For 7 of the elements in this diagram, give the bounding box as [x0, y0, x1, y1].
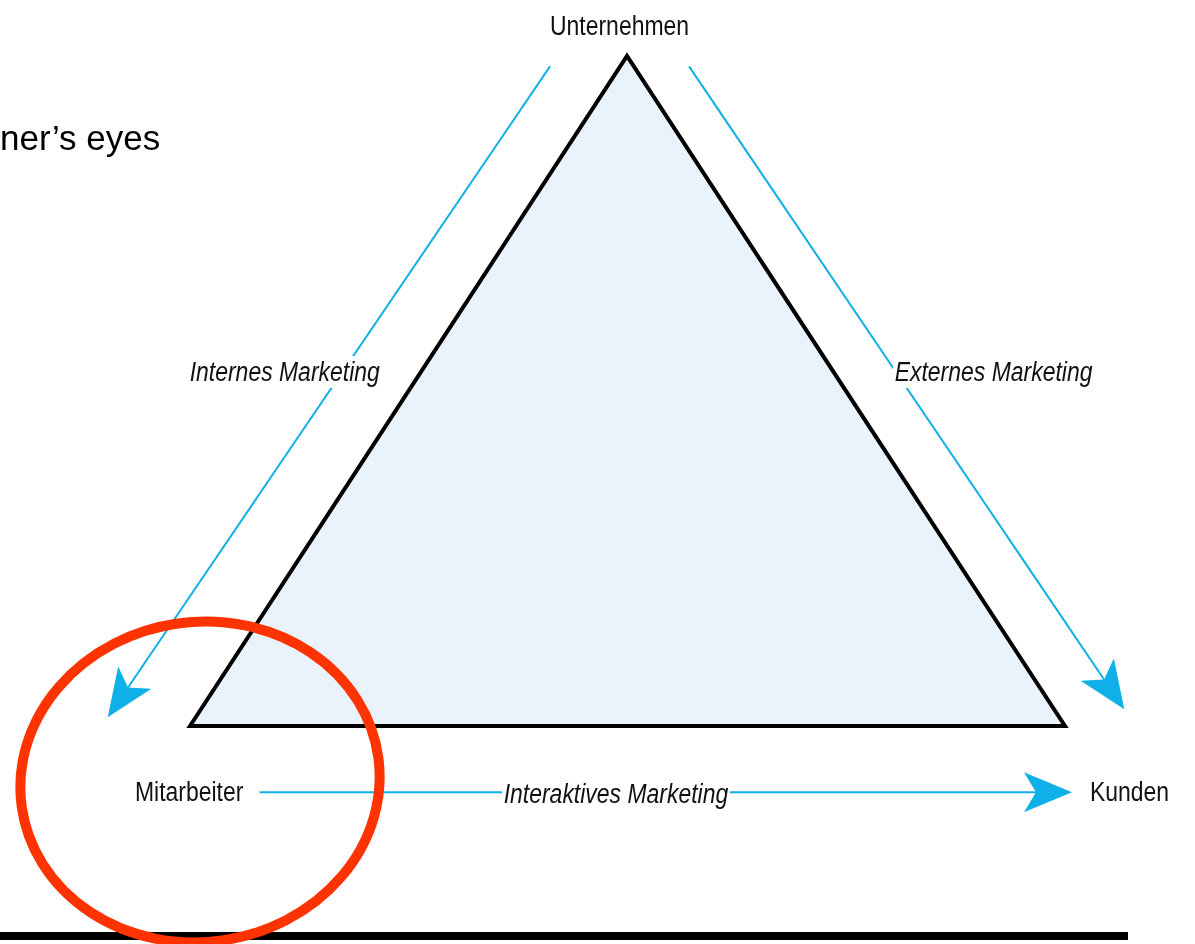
- heading-fragment: ner’s eyes: [0, 118, 161, 158]
- edge-label: Internes Marketing: [188, 356, 382, 389]
- node-label: Mitarbeiter: [135, 776, 244, 809]
- arrow: [107, 65, 551, 718]
- node-label: Kunden: [1090, 776, 1170, 809]
- node-label: Unternehmen: [550, 10, 690, 43]
- arrow: [688, 65, 1125, 710]
